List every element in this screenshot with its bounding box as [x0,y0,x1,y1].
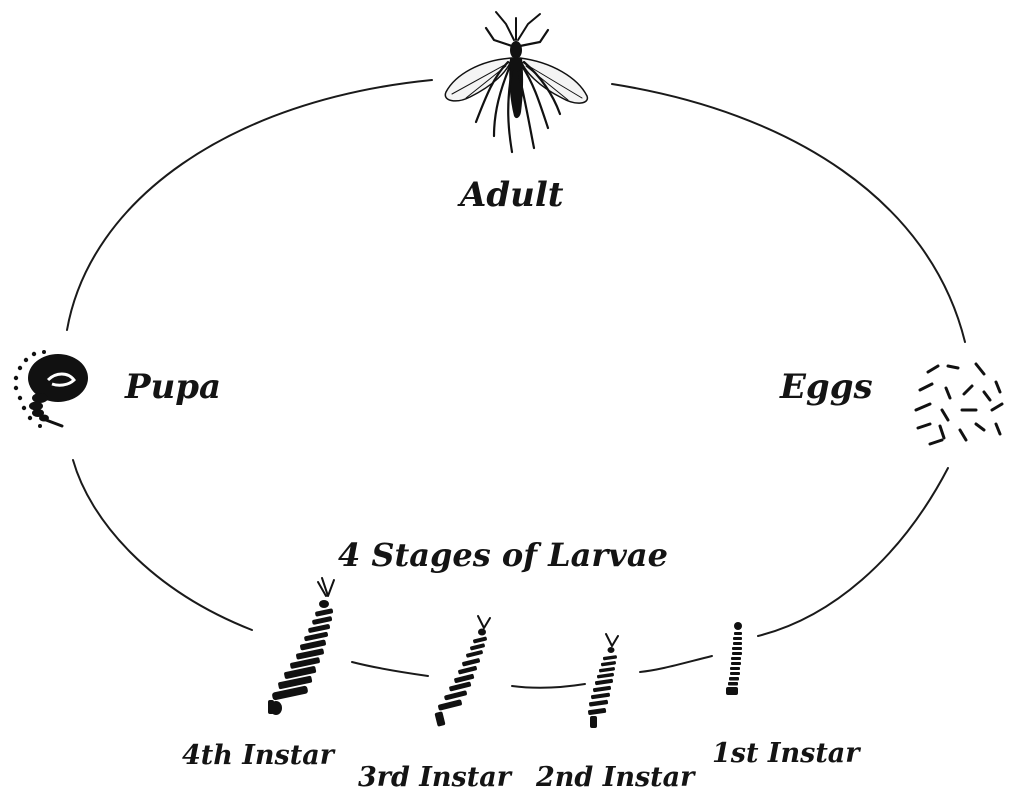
instar-3-larva-icon [434,616,490,727]
instar-1-larva-icon [726,622,742,695]
antennae [496,12,540,40]
adult-mosquito-icon [445,12,587,152]
arc-instar4-to-pupa [73,460,252,630]
arc-adult-to-eggs [612,84,965,342]
instar-4-larva-icon [268,578,334,715]
arc-pupa-to-adult [67,80,432,330]
instar-2-larva-icon [588,634,618,728]
instar-4-label: 4th Instar [182,740,336,771]
instar-3-label: 3rd Instar [358,762,513,793]
arc-instar3-to-instar4 [352,662,428,676]
arc-instar2-to-instar3 [512,684,585,688]
eggs-label: Eggs [779,367,873,407]
arc-instar1-to-instar2 [640,656,712,672]
arc-eggs-to-larvae [758,468,948,636]
instar-1-label: 1st Instar [712,738,861,769]
thorax [510,41,522,59]
pupa-label: Pupa [124,367,221,407]
larvae-heading: 4 Stages of Larvae [338,536,668,574]
eggs-icon [916,364,1002,444]
pupa-icon [14,350,88,428]
adult-label: Adult [457,175,564,215]
instar-2-label: 2nd Instar [535,762,696,793]
